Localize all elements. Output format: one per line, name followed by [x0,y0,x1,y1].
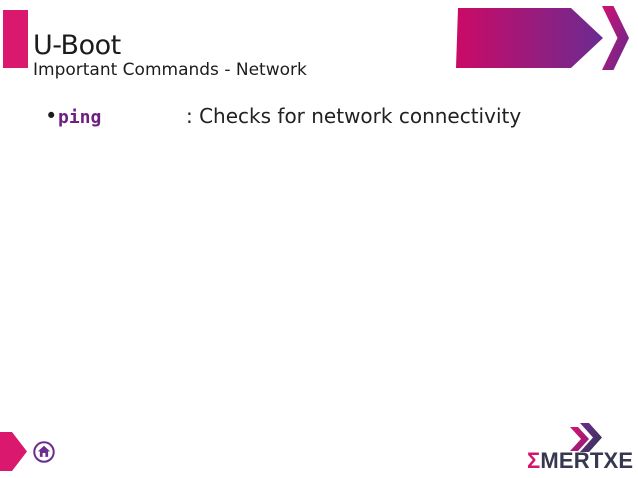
title-accent-bar [3,10,28,68]
emertxe-logo: ΣMERTXE [527,420,633,472]
slide-subtitle: Important Commands - Network [33,60,307,81]
logo-sigma: Σ [527,448,541,473]
logo-name: MERTXE [540,448,634,473]
slide-title: U-Boot [33,30,121,62]
command-description: : Checks for network connectivity [186,104,522,128]
home-icon[interactable] [33,441,55,463]
bullet-item: • ping : Checks for network connectivity [45,103,605,131]
logo-wordmark: ΣMERTXE [527,449,633,472]
bullet-marker: • [45,104,58,128]
forward-arrow-graphic-icon [456,6,629,70]
edge-chevron-decoration [0,432,27,471]
double-chevron-logo-mark-icon [570,423,602,452]
command-text: ping [58,107,102,128]
